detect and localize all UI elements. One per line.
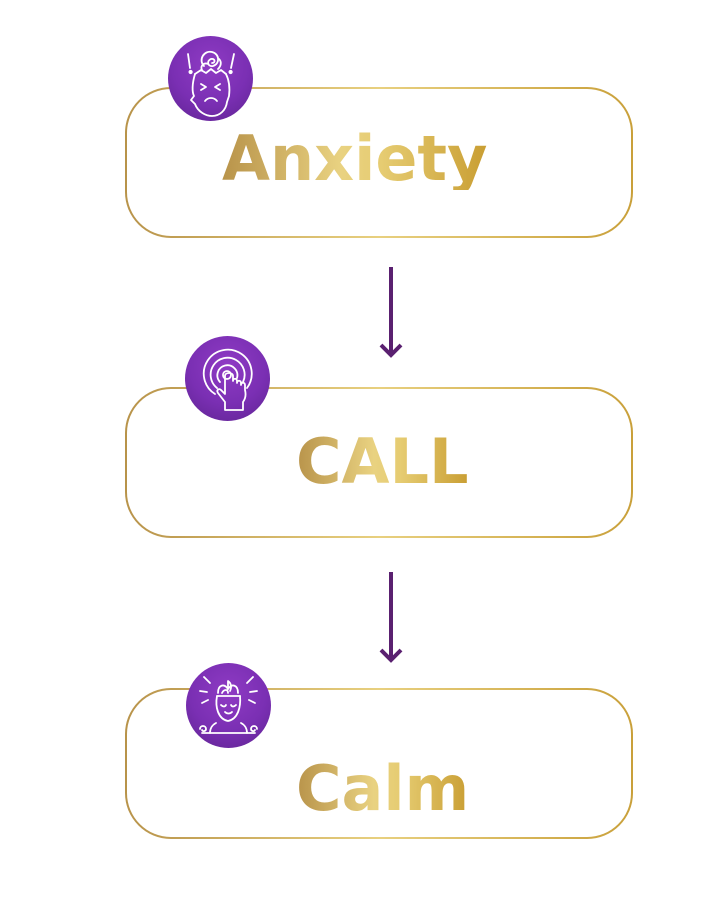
anxious-head-icon (168, 36, 253, 121)
touch-tap-icon (185, 336, 270, 421)
arrow-down-icon (379, 267, 403, 358)
arrow-down-icon (379, 572, 403, 663)
step-label-call: CALL (296, 425, 469, 498)
step-label-anxiety: Anxiety (222, 122, 488, 195)
step-label-calm: Calm (296, 752, 470, 825)
meditating-person-icon (186, 663, 271, 748)
